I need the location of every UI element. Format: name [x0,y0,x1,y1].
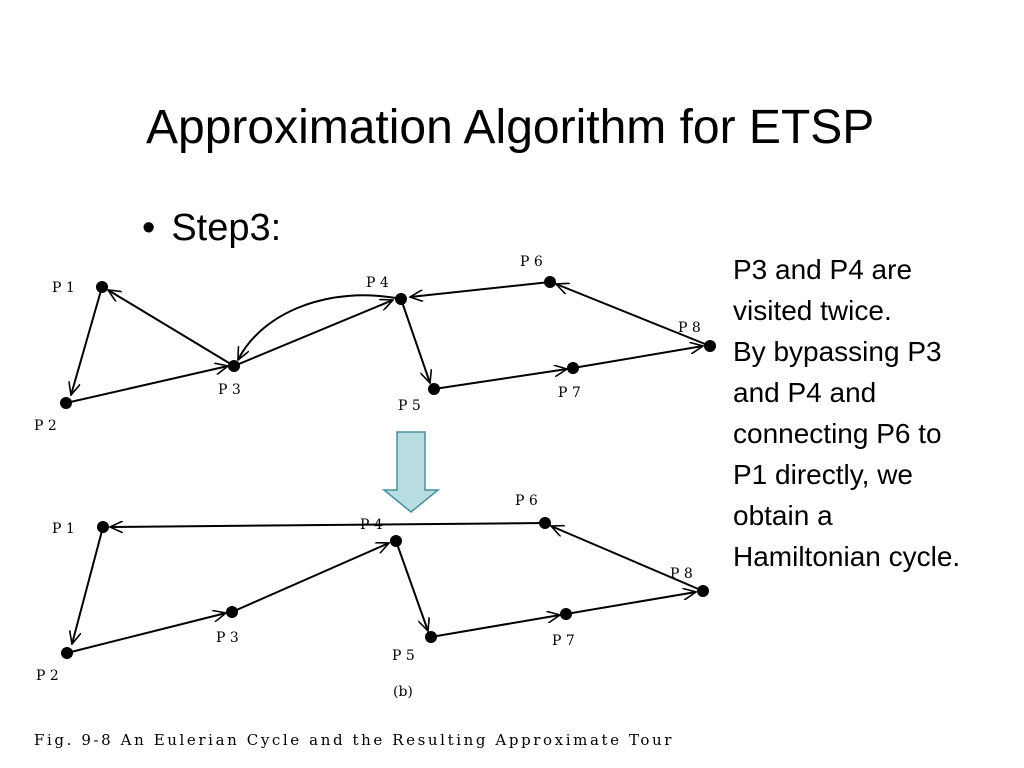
explanation-line: P1 directly, we [733,459,913,490]
edge-bot-p2-p3 [66,613,226,654]
node-bot-p8 [697,585,709,597]
explanation-line: and P4 and [733,377,877,408]
label-top-p4: P 4 [366,275,389,291]
edge-top-p8-p6 [556,284,711,347]
node-top-p8 [704,340,716,352]
edge-top-p1-p2 [71,286,103,395]
node-bot-p2 [61,647,73,659]
figure-caption: Fig. 9-8 An Eulerian Cycle and the Resul… [34,731,674,749]
explanation-text: P3 and P4 are visited twice. By bypassin… [733,249,1018,577]
edge-bot-p1-p2 [72,526,104,644]
node-bot-p4 [390,535,402,547]
explanation-line: By bypassing P3 [733,336,942,367]
edge-bot-p8-p6 [551,526,704,592]
label-top-p2: P 2 [34,418,57,434]
node-top-p2 [60,397,72,409]
edge-bot-p6-p1 [110,523,546,527]
label-bot-p4: P 4 [360,517,383,533]
explanation-line: obtain a [733,500,833,531]
top-graph: P 1 P 2 P 3 P 4 P 5 P 6 P 7 P 8 [34,254,716,434]
label-top-p8: P 8 [678,320,701,336]
bottom-graph: P 1 P 2 P 3 P 4 P 5 P 6 P 7 P 8 (b) [36,493,709,700]
edge-top-p4-p3-curve [237,294,402,360]
label-top-p5: P 5 [398,398,421,414]
label-top-p7: P 7 [558,385,581,401]
figure-sub-label: (b) [393,684,413,700]
node-bot-p6 [539,517,551,529]
label-bot-p2: P 2 [36,668,59,684]
label-bot-p3: P 3 [216,630,239,646]
node-top-p7 [567,362,579,374]
down-arrow-icon [381,431,441,513]
node-bot-p1 [97,521,109,533]
edge-top-p3-p4 [233,300,393,367]
label-bot-p7: P 7 [552,633,575,649]
slide-title: Approximation Algorithm for ETSP [146,101,875,154]
explanation-line: P3 and P4 are [733,254,913,285]
edge-bot-p7-p8 [565,592,696,615]
node-bot-p7 [560,608,572,620]
bullet-step3: • Step3: [142,207,282,250]
explanation-line: connecting P6 to [733,418,942,449]
node-top-p4 [395,293,407,305]
label-bot-p1: P 1 [52,521,75,537]
edge-top-p4-p5 [400,298,430,383]
edge-top-p2-p3 [65,366,228,404]
label-bot-p8: P 8 [670,566,693,582]
label-top-p3: P 3 [218,382,241,398]
label-bot-p5: P 5 [392,648,415,664]
edge-bot-p5-p7 [430,615,560,638]
node-bot-p5 [425,631,437,643]
explanation-line: visited twice. [733,295,892,326]
edge-top-p6-p4 [410,281,551,297]
node-top-p6 [544,276,556,288]
label-top-p6: P 6 [520,254,543,270]
node-top-p1 [96,281,108,293]
edge-top-p5-p7 [433,369,567,390]
edge-top-p7-p8 [572,346,703,369]
node-bot-p3 [226,606,238,618]
label-bot-p6: P 6 [515,493,538,509]
bullet-text: Step3: [171,207,282,249]
edge-bot-p4-p5 [395,540,428,631]
edge-bot-p3-p4 [231,543,389,613]
edge-top-p3-p1 [108,290,235,367]
node-top-p3 [228,360,240,372]
bullet-dot: • [142,207,156,249]
explanation-line: Hamiltonian cycle. [733,541,961,572]
node-top-p5 [428,383,440,395]
label-top-p1: P 1 [52,280,75,296]
